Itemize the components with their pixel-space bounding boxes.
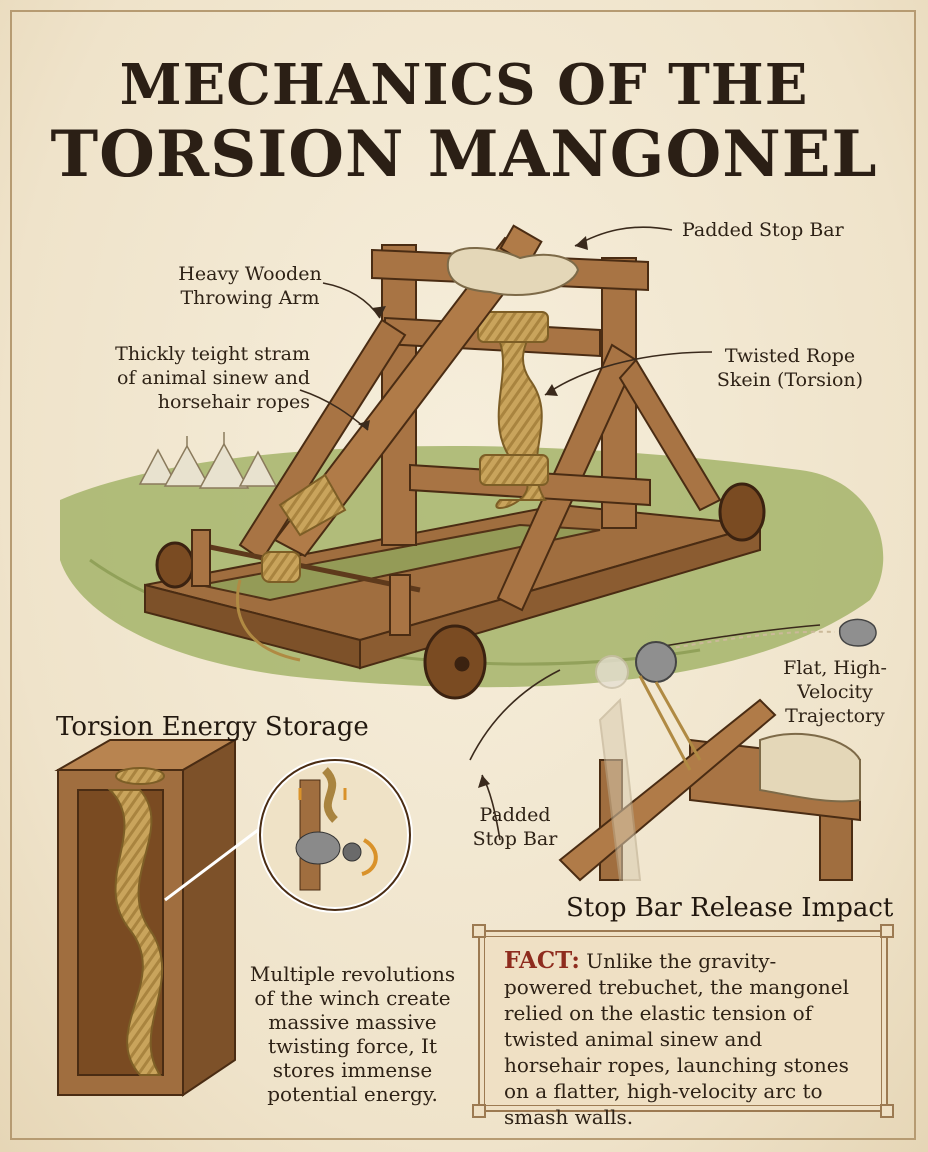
fact-corner-tl xyxy=(472,924,486,938)
label-throwing-arm-line-2: Throwing Arm xyxy=(180,287,320,309)
label-padded-stop-bar-top: Padded Stop Bar xyxy=(682,219,844,241)
label-sinew: Thickly teight stram of animal sinew and… xyxy=(70,342,310,414)
label-skein-line-2: Skein (Torsion) xyxy=(716,369,864,391)
camp-tents-icon xyxy=(138,432,278,489)
torsion-caption-line-4: twisting force, It xyxy=(268,1034,437,1058)
label-padded-stop-bar-bottom-line-1: Padded xyxy=(479,804,551,826)
winch-magnifier-icon xyxy=(164,757,413,913)
torsion-heading: Torsion Energy Storage xyxy=(56,712,369,742)
wheel-icon xyxy=(155,482,766,700)
torsion-box-icon xyxy=(54,738,239,1097)
torsion-caption-line-6: potential energy. xyxy=(267,1082,438,1106)
poster-title: MECHANICS OF THE TORSION MANGONEL xyxy=(0,52,928,192)
torsion-caption: Multiple revolutions of the winch create… xyxy=(245,962,460,1106)
label-throwing-arm: Heavy Wooden Throwing Arm xyxy=(150,262,350,310)
label-trajectory-line-3: Trajectory xyxy=(785,705,885,727)
fact-box: FACT: Unlike the gravity-powered trebuch… xyxy=(478,930,888,1129)
fact-corner-tr xyxy=(880,924,894,938)
label-trajectory-line-2: Velocity xyxy=(797,681,873,703)
fact-text: Unlike the gravity-powered trebuchet, th… xyxy=(504,949,849,1129)
stone-icon xyxy=(838,618,877,647)
fact-corner-br xyxy=(880,1104,894,1118)
label-padded-stop-bar-bottom: Padded Stop Bar xyxy=(460,803,570,851)
winch-icon xyxy=(191,529,421,636)
label-sinew-line-1: Thickly teight stram xyxy=(115,343,310,365)
torsion-caption-line-3: massive massive xyxy=(268,1010,437,1034)
torsion-caption-line-2: of the winch create xyxy=(254,986,451,1010)
label-trajectory: Flat, High- Velocity Trajectory xyxy=(770,656,900,728)
torsion-caption-line-1: Multiple revolutions xyxy=(249,962,456,986)
label-sinew-line-2: of animal sinew and xyxy=(117,367,310,389)
throwing-arm xyxy=(273,224,543,558)
torsion-skein-icon xyxy=(477,311,549,509)
fact-label: FACT: xyxy=(504,947,580,974)
label-throwing-arm-line-1: Heavy Wooden xyxy=(178,263,322,285)
label-sinew-line-3: horsehair ropes xyxy=(157,391,310,413)
torsion-caption-line-5: stores immense xyxy=(272,1058,433,1082)
label-trajectory-line-1: Flat, High- xyxy=(783,657,887,679)
padded-stop-bar-icon xyxy=(446,247,580,297)
release-heading: Stop Bar Release Impact xyxy=(566,893,894,923)
release-impact-illustration xyxy=(558,641,861,882)
title-line-1: MECHANICS OF THE xyxy=(119,52,809,118)
title-line-2: TORSION MANGONEL xyxy=(50,117,878,192)
fact-corner-bl xyxy=(472,1104,486,1118)
label-skein-line-1: Twisted Rope xyxy=(724,345,856,367)
label-skein: Twisted Rope Skein (Torsion) xyxy=(705,344,875,392)
label-padded-stop-bar-bottom-line-2: Stop Bar xyxy=(472,828,558,850)
